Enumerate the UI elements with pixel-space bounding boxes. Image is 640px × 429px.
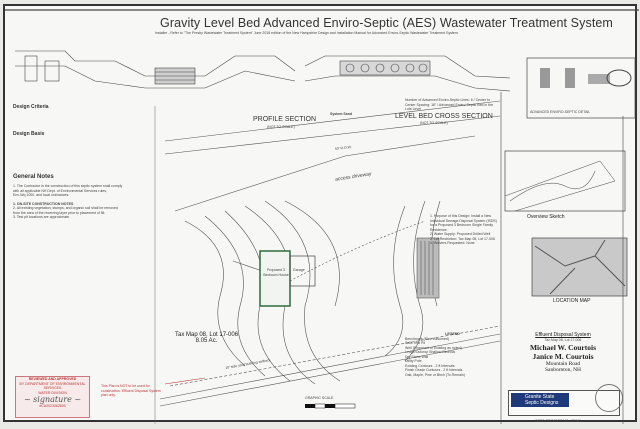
graphic-scale-bar <box>305 403 356 409</box>
approval-stamp: REVIEWED AND APPROVED BY DEPARTMENT OF E… <box>15 376 90 418</box>
owner-name: Michael W. Courtois <box>529 342 597 352</box>
garage-label: Garage <box>293 268 305 272</box>
sheet-title: Gravity Level Bed Advanced Enviro-Septic… <box>160 16 613 30</box>
cross-section-note: Number of Advanced Enviro-Septic Lines: … <box>405 98 494 111</box>
location-map-label: LOCATION MAP <box>553 298 591 304</box>
legend-item: Existing Contours - 2 ft Intervals <box>405 363 455 368</box>
approval-number: eCA2023062803 <box>39 404 66 408</box>
project-town: Sanbornton, NH <box>544 366 582 373</box>
notes-subheading: 1. ON-SITE CONSTRUCTION NOTES <box>13 201 74 206</box>
design-note: 4. Waivers Requested: None <box>430 241 475 245</box>
project-info: Effluent Disposal System Tax Map 08, Lot… <box>505 332 621 373</box>
cross-section-label: LEVEL BED CROSS SECTION <box>395 113 493 120</box>
project-number: GSSD PROJECT NO.: 22041 <box>535 419 582 423</box>
cross-scale-note: (NOT TO SCALE) <box>420 121 448 125</box>
design-note: 2. Water Supply: Proposed Drilled Well <box>430 232 491 236</box>
approval-line: BY DEPARTMENT OF ENVIRONMENTAL SERVICES <box>19 381 86 391</box>
profile-section-drawing <box>15 50 296 89</box>
acreage-text: 8.05 Ac. <box>195 338 218 344</box>
design-note: 3. Lot Restriction: Tax Map 08, Lot 17-0… <box>430 236 495 241</box>
graphic-scale-label: GRAPHIC SCALE <box>305 396 334 400</box>
company-name: Septic Designs <box>525 400 559 406</box>
legend-heading: LEGEND <box>445 332 460 336</box>
overview-sketch-label: Overview Sketch <box>527 214 565 220</box>
system-sand-label: System Sand <box>330 112 352 116</box>
house-label: Proposed 3 Bedroom House <box>263 268 289 277</box>
legend-item: Utility Pole <box>405 359 422 363</box>
note-line: 3. Test pit locations are approximate. <box>13 215 70 219</box>
sheet-subtitle: Installer - Refer to "The Presby Wastewa… <box>155 31 458 35</box>
note-line: from the area of the receiving layer pri… <box>13 210 106 215</box>
approval-line: WATER DIVISION <box>38 390 67 395</box>
drawing-sheet: Gravity Level Bed Advanced Enviro-Septic… <box>3 4 639 424</box>
proposed-house-outline <box>259 250 291 307</box>
cross-section-drawing <box>304 55 511 92</box>
approval-heading: REVIEWED AND APPROVED <box>28 377 77 381</box>
location-map-box <box>531 237 628 297</box>
approval-signature: ~ signature ~ <box>23 395 82 404</box>
septic-bed <box>416 237 440 299</box>
drawing-linework <box>5 9 639 424</box>
note-line: 1. The Contractor in the construction of… <box>13 184 123 188</box>
design-basis-heading: Design Basis <box>13 131 45 137</box>
legend-item: Oak, Maple, Pine or Birch (To Remain) <box>405 372 465 377</box>
disclaimer-note: This Plan is NOT to be used for construc… <box>101 384 161 397</box>
project-tax-ref: Tax Map 08, Lot 17-006 <box>544 338 582 342</box>
legend-item: Dry Stone Wall <box>405 354 429 359</box>
general-notes-heading: General Notes <box>13 174 54 180</box>
project-system: Effluent Disposal System <box>535 332 591 338</box>
legend-item: Finish Grade Contours - 2 ft Intervals <box>405 368 463 372</box>
engineer-seal <box>595 384 623 412</box>
note-line: 2. All existing vegetation, stumps, and … <box>13 206 118 210</box>
note-line: Env-Wq 1000, and local ordinances. <box>13 193 70 197</box>
design-note: 1. Purpose of this Design: Install a New… <box>430 214 497 232</box>
site-plan <box>159 100 501 407</box>
company-logo: Granite State Septic Designs <box>511 393 569 407</box>
tax-map-label: Tax Map 08, Lot 17-006 8.05 Ac. <box>175 332 238 344</box>
owner-name: Janice M. Courtois <box>532 351 594 361</box>
legend-item: Benchmark (Elev. Assumed) <box>405 336 449 341</box>
profile-section-label: PROFILE SECTION <box>253 116 317 123</box>
legend: LEGEND Benchmark (Elev. Assumed) Soils T… <box>405 332 500 377</box>
legend-item: Well (Proposed or Existing as noted) <box>405 345 462 350</box>
note-line: with all applicable NH Dept. of Environm… <box>13 188 107 193</box>
legend-item: Ledge/Outcrop Shallow Bedrock <box>405 350 456 354</box>
overview-sketch-box <box>504 150 626 212</box>
design-criteria-heading: Design Criteria <box>13 104 49 110</box>
title-block: Granite State Septic Designs <box>508 390 620 416</box>
profile-scale-note: (NOT TO SCALE) <box>267 125 295 129</box>
tax-map-text: Tax Map 08, Lot 17-006 <box>175 332 239 338</box>
company-name: Granite State <box>525 394 555 400</box>
project-road: Mountain Road <box>545 360 581 367</box>
design-notes-block: 1. Purpose of this Design: Install a New… <box>430 214 500 246</box>
garage-outline <box>289 255 316 287</box>
aes-detail-label: ADVANCED ENVIRO-SEPTIC DETAIL <box>530 110 591 114</box>
legend-item: Soils Test Pit <box>405 341 425 345</box>
aes-detail-box <box>526 57 636 119</box>
